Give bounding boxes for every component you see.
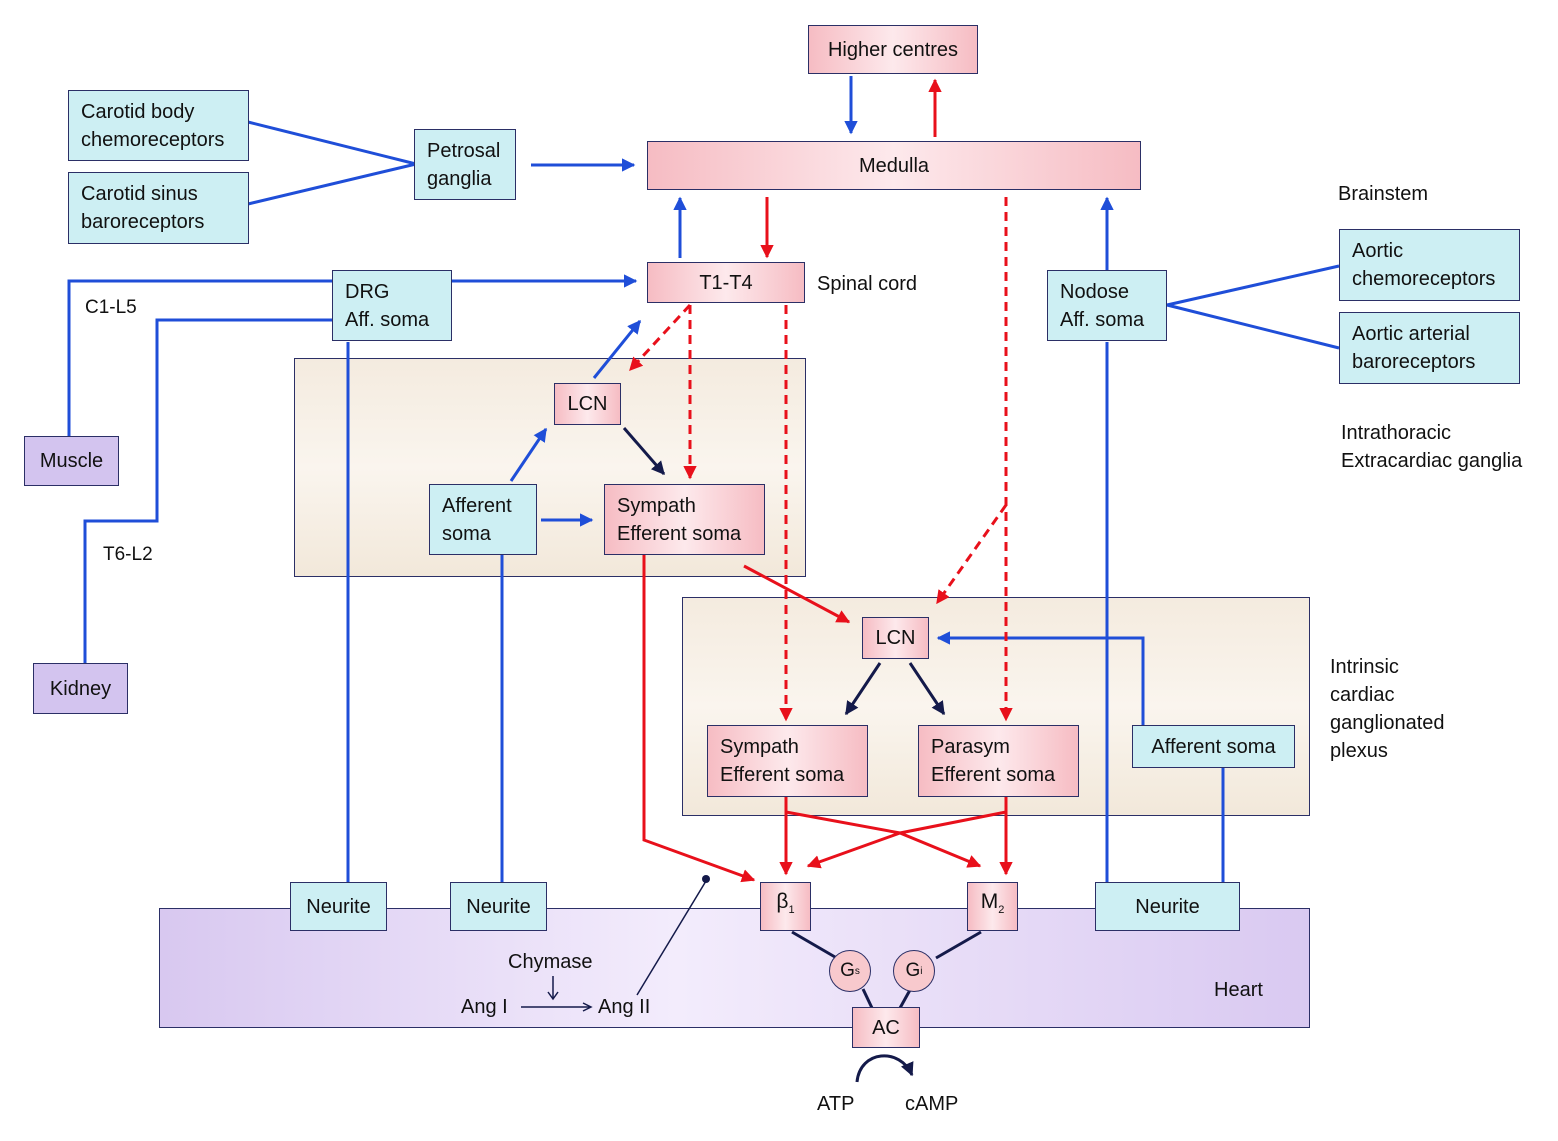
beta1-receptor-box: β1: [760, 882, 811, 931]
m2-receptor-box: M2: [967, 882, 1018, 931]
brainstem-label: Brainstem: [1338, 183, 1429, 205]
lcn-to-t1t4-arrow: [592, 319, 642, 379]
sympath-upper-to-beta1-arrow: [642, 555, 756, 883]
chymase-label: Chymase: [508, 951, 593, 973]
carotid-sinus-to-petrosal: [247, 162, 417, 206]
neurite-box-3: Neurite: [1095, 882, 1240, 931]
kidney-afferent-line: [83, 318, 334, 663]
gs-to-ac-line: [861, 988, 874, 1009]
ac-box: AC: [852, 1007, 920, 1048]
neurite-box-1: Neurite: [290, 882, 387, 931]
aortic-chemo-to-nodose: [1166, 264, 1340, 307]
camp-label: cAMP: [905, 1093, 959, 1115]
lcn-lower-to-sympath-arrow: [844, 662, 882, 716]
m2-to-gi-line: [935, 930, 982, 960]
spinal-cord-label: Spinal cord: [817, 273, 918, 295]
ang-ii-to-beta1-line: [636, 880, 707, 996]
sympath-upper-to-lcn-lower-arrow: [743, 564, 851, 624]
afferent-soma-lower-box: Afferent soma: [1132, 725, 1295, 768]
parasym-to-beta1-arrow: [806, 810, 1007, 869]
neurite-box-2: Neurite: [450, 882, 547, 931]
beta1-to-gs-line: [791, 930, 836, 959]
lcn-lower-to-parasym-arrow: [908, 662, 946, 716]
medulla-to-lcn-lower-dashed-arrow: [935, 504, 1008, 605]
gi-to-ac-line: [898, 989, 912, 1009]
lcn-upper-box: LCN: [554, 383, 621, 425]
higher-centres-box: Higher centres: [808, 25, 978, 74]
lcn-lower-box: LCN: [862, 617, 929, 659]
aortic-baro-to-nodose: [1166, 303, 1340, 350]
afferent-soma-to-lcn-arrow: [509, 427, 548, 482]
medulla-box: Medulla: [647, 141, 1141, 190]
chymase-down-arrowhead: [547, 991, 559, 1001]
carotid-body-to-petrosal: [247, 120, 417, 166]
afferent-soma-to-lcn-lower-arrow: [936, 631, 1145, 725]
c1-l5-label: C1-L5: [85, 297, 137, 318]
muscle-afferent-line: [67, 279, 334, 436]
t6-l2-label: T6-L2: [103, 544, 153, 565]
t1t4-to-lcn-upper-dashed-arrow: [628, 303, 692, 372]
ang-ii-terminal-dot: [702, 875, 710, 883]
t1-t4-box: T1-T4: [647, 262, 805, 303]
heart-label: Heart: [1214, 979, 1263, 1001]
atp-to-camp-curve: [855, 1054, 914, 1083]
lcn-upper-to-sympath-arrow: [622, 427, 666, 476]
kidney-box: Kidney: [33, 663, 128, 714]
ang-i-to-ang-ii-arrowhead: [582, 1002, 593, 1012]
muscle-box: Muscle: [24, 436, 119, 486]
ang-ii-label: Ang II: [598, 996, 651, 1018]
ang-i-label: Ang I: [461, 996, 508, 1018]
atp-label: ATP: [817, 1093, 855, 1115]
